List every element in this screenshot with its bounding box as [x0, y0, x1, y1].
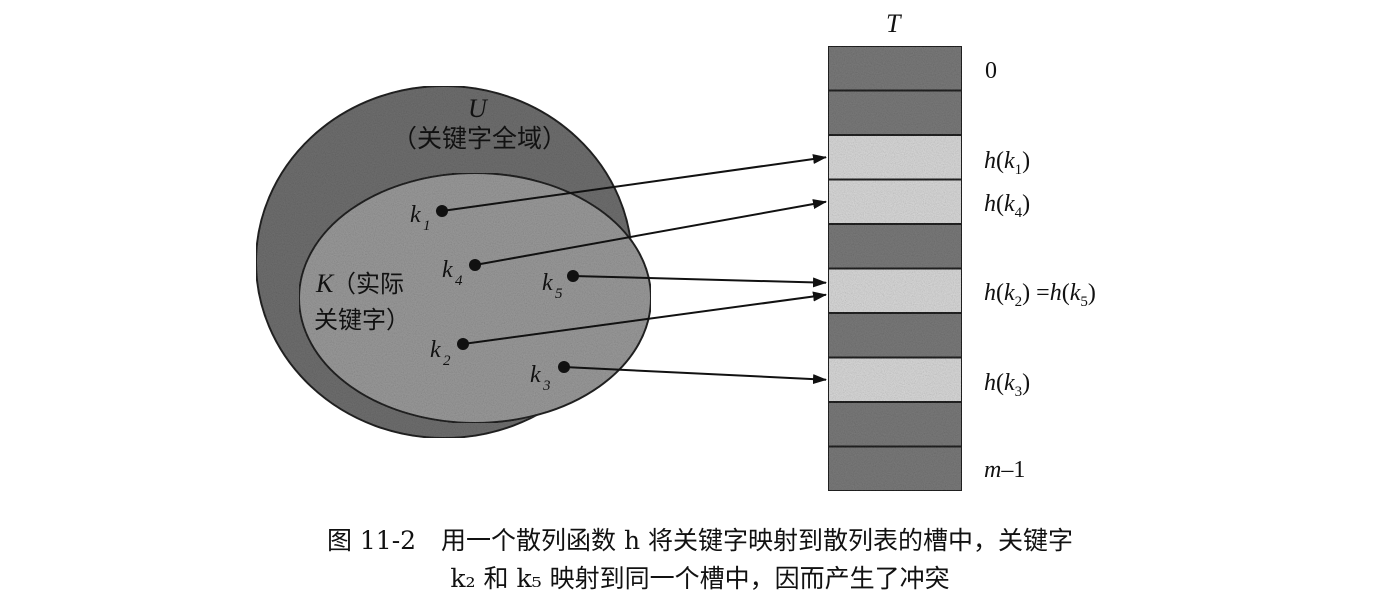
slot-label-h-k3: h(k3) — [984, 370, 1030, 400]
table-slot — [827, 45, 963, 92]
mapping-arrows — [441, 154, 827, 385]
actual-keys-symbol: K — [315, 269, 335, 298]
table-slot — [827, 223, 963, 270]
slot-label-h-k2-h-k5: h(k2) =h(k5) — [984, 280, 1096, 310]
key-k5-sub: 5 — [555, 286, 563, 302]
caption-line-2: k₂ 和 k₅ 映射到同一个槽中，因而产生了冲突 — [450, 564, 950, 593]
key-k5-base: k — [542, 270, 553, 296]
table-name: T — [886, 9, 902, 38]
key-k1-base: k — [410, 202, 421, 228]
svg-text:h(k4): h(k4) — [984, 191, 1030, 221]
svg-text:m–1: m–1 — [984, 457, 1025, 483]
svg-text:h(k3): h(k3) — [984, 370, 1030, 400]
slot-label-h-k1: h(k1) — [984, 148, 1030, 178]
slot-label-h-k4: h(k4) — [984, 191, 1030, 221]
arrow-k5 — [572, 275, 827, 288]
table-slot — [827, 401, 963, 448]
table-slot — [827, 89, 963, 136]
slot-label-0: 0 — [985, 58, 997, 84]
table-slot — [827, 312, 963, 359]
arrow-k3 — [563, 366, 827, 385]
key-k2-base: k — [430, 337, 441, 363]
caption-line-1: 图 11-2 用一个散列函数 h 将关键字映射到散列表的槽中，关键字 — [326, 526, 1074, 555]
key-k2-sub: 2 — [443, 353, 451, 369]
hash-table — [827, 45, 963, 492]
table-slot — [827, 445, 963, 492]
key-k4-sub: 4 — [455, 273, 463, 289]
key-k3-base: k — [530, 362, 541, 388]
slot-label-m-1: m–1 — [984, 457, 1025, 483]
actual-keys-label-line2: 关键字） — [314, 306, 410, 334]
table-slot — [827, 356, 963, 403]
figure-caption: 图 11-2 用一个散列函数 h 将关键字映射到散列表的槽中，关键字 k₂ 和 … — [0, 522, 1400, 598]
universe-symbol: U — [468, 94, 489, 123]
table-slot — [827, 134, 963, 181]
key-k3-sub: 3 — [542, 378, 551, 394]
key-k4-base: k — [442, 257, 453, 283]
actual-keys-label-line1: （实际 — [332, 270, 404, 298]
arrow-k1 — [441, 154, 827, 212]
svg-text:h(k1): h(k1) — [984, 148, 1030, 178]
universe-label: （关键字全域） — [392, 124, 567, 153]
table-slot — [827, 178, 963, 225]
arrow-k4 — [474, 199, 827, 266]
key-k1-sub: 1 — [423, 218, 431, 234]
actual-keys-set-K — [298, 172, 652, 424]
arrow-k2 — [462, 291, 827, 345]
table-slot — [827, 267, 963, 314]
svg-text:h(k2) =h(k5): h(k2) =h(k5) — [984, 280, 1096, 310]
